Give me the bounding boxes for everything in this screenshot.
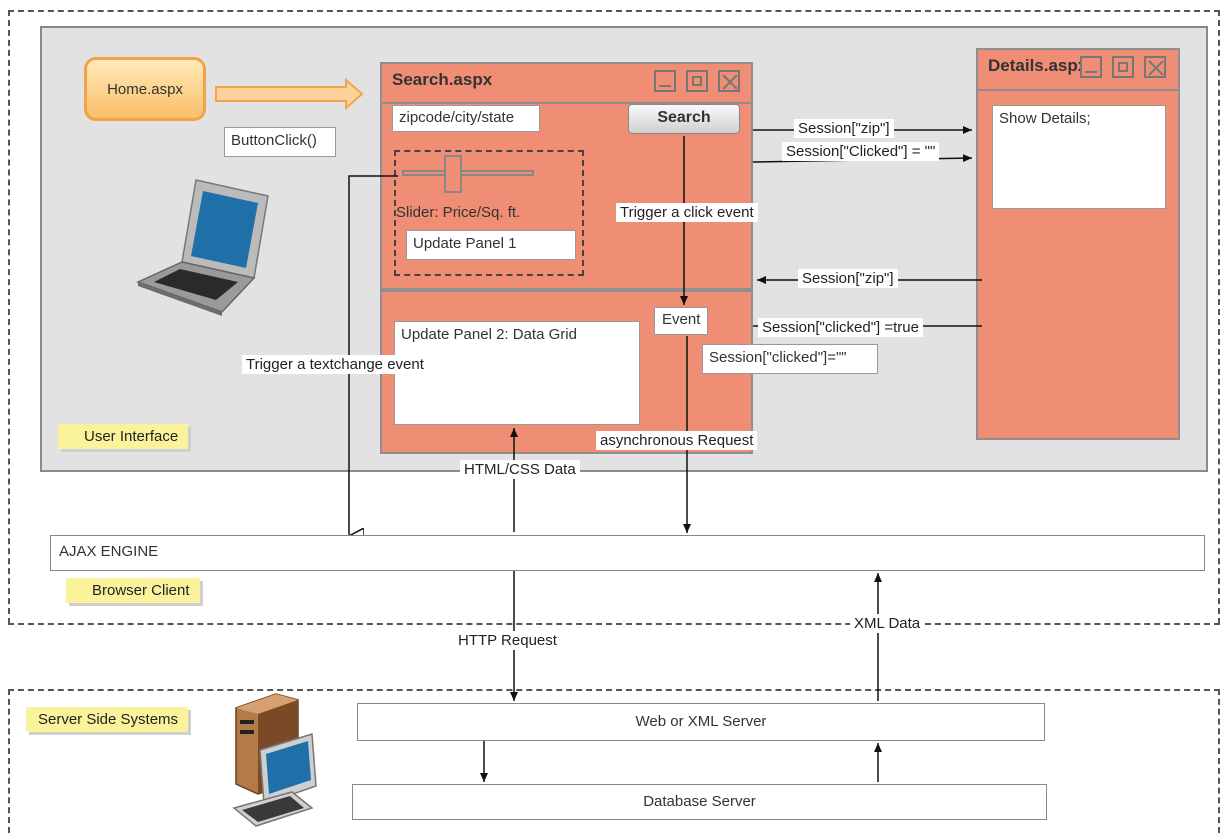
button-click-label: ButtonClick()	[224, 127, 336, 157]
details-close-icon[interactable]	[1144, 56, 1166, 78]
search-title-bar-divider	[382, 102, 751, 104]
session-clicked-empty-label: Session["clicked"]=""	[702, 344, 878, 374]
database-server-box: Database Server	[352, 784, 1047, 820]
desktop-computer-icon	[232, 693, 317, 827]
slider-handle[interactable]	[444, 155, 462, 193]
web-xml-server-box: Web or XML Server	[357, 703, 1045, 741]
trigger-textchange-label: Trigger a textchange event	[242, 355, 428, 374]
browser-boundary-left	[8, 10, 10, 624]
trigger-click-label: Trigger a click event	[616, 203, 758, 222]
update-panel-1-container	[394, 150, 584, 276]
zipcode-input[interactable]: zipcode/city/state	[392, 105, 540, 132]
home-to-search-arrow	[215, 77, 364, 111]
home-aspx-label: Home.aspx	[107, 81, 183, 98]
textchange-arrow	[349, 175, 398, 536]
details-maximize-icon[interactable]	[1112, 56, 1134, 78]
session-clicked-true-label: Session["clicked"] =true	[758, 318, 923, 337]
server-boundary-left	[8, 689, 10, 833]
event-label: Event	[654, 307, 708, 335]
session-clicked-out-label: Session["Clicked"] = ""	[782, 142, 940, 161]
browser-client-note: Browser Client	[66, 578, 200, 603]
server-side-systems-note: Server Side Systems	[26, 707, 189, 732]
xml-data-label: XML Data	[850, 614, 925, 633]
search-button[interactable]: Search	[628, 104, 740, 134]
update-panel-2-data-grid: Update Panel 2: Data Grid	[394, 321, 640, 425]
http-request-label: HTTP Request	[454, 631, 561, 650]
ajax-engine-box: AJAX ENGINE	[50, 535, 1205, 571]
home-aspx-box[interactable]: Home.aspx	[84, 57, 206, 121]
close-icon[interactable]	[718, 70, 740, 92]
details-window-title: Details.aspx	[988, 56, 1088, 75]
show-details-box: Show Details;	[992, 105, 1166, 209]
browser-boundary-top	[8, 10, 1220, 12]
browser-boundary-right	[1218, 10, 1220, 624]
laptop-icon	[136, 179, 269, 316]
async-request-label: asynchronous Request	[596, 431, 758, 450]
slider-label: Slider: Price/Sq. ft.	[396, 204, 521, 221]
browser-boundary-bottom	[8, 623, 1220, 625]
maximize-icon[interactable]	[686, 70, 708, 92]
server-boundary-top	[8, 689, 1220, 691]
details-title-bar-divider	[978, 89, 1178, 91]
session-zip-out-label: Session["zip"]	[794, 119, 894, 138]
search-window-divider	[382, 288, 751, 292]
slider-track	[402, 170, 534, 176]
details-minimize-icon[interactable]	[1080, 56, 1102, 78]
minimize-icon[interactable]	[654, 70, 676, 92]
html-css-data-label: HTML/CSS Data	[460, 460, 580, 479]
search-window-title: Search.aspx	[392, 70, 493, 89]
server-boundary-right	[1218, 689, 1220, 833]
update-panel-1: Update Panel 1	[406, 230, 576, 260]
session-zip-in-label: Session["zip"]	[798, 269, 898, 288]
user-interface-note: User Interface	[58, 424, 189, 449]
